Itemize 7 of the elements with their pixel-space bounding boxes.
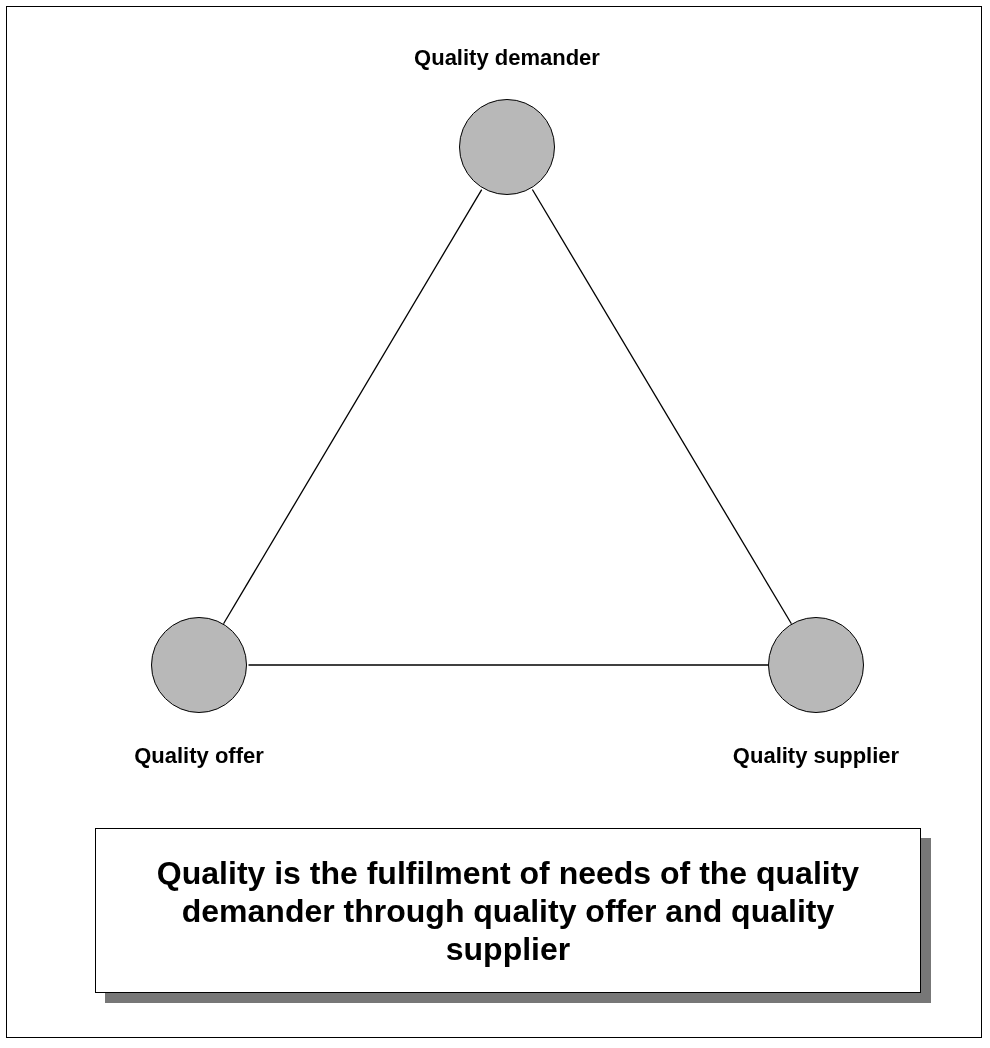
node-label: Quality supplier [731,743,901,769]
node-label: Quality demander [413,45,601,71]
connector-line [247,664,769,666]
node-label: Quality offer [133,743,265,769]
connector-line [531,188,793,625]
statement-text: Quality is the fulfilment of needs of the quality demander through quality offer and quality supplier [155,853,861,968]
connector-line [222,188,483,625]
